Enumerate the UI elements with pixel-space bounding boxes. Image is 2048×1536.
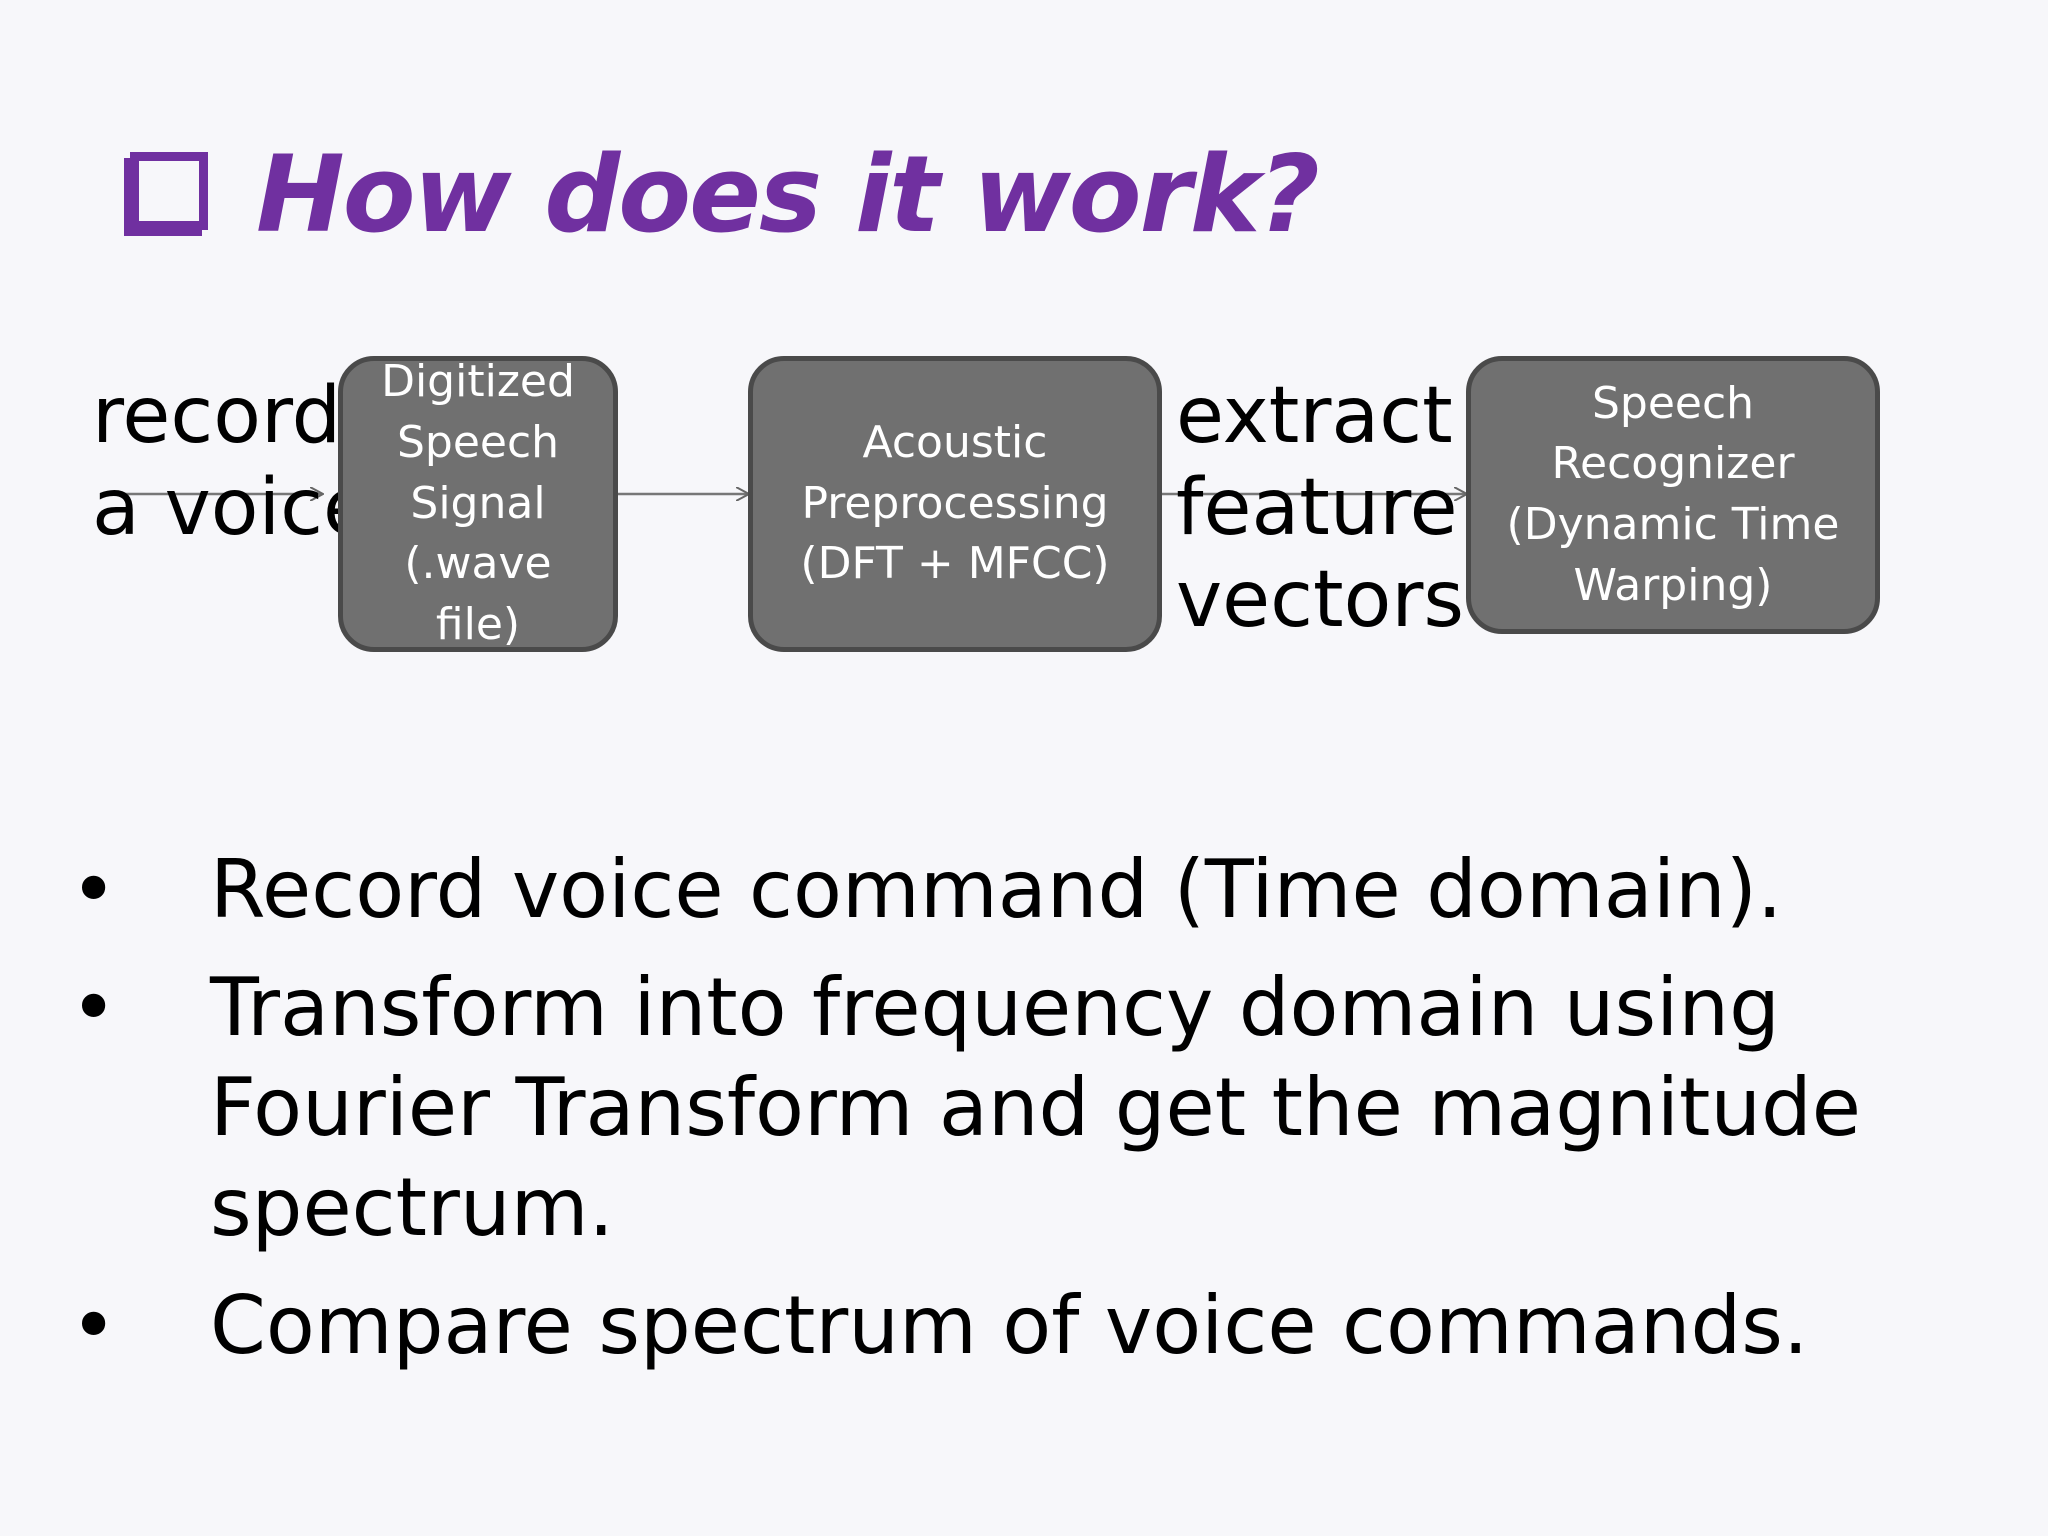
node-label-acoustic: Acoustic Preprocessing (DFT + MFCC) xyxy=(800,416,1110,590)
title-area: How does it work? xyxy=(130,130,1320,260)
edge-label-feature-vectors: extract feature vectors xyxy=(1176,371,1465,646)
bullet-dot: • xyxy=(70,843,118,936)
bullet-list: • Record voice command (Time domain). • … xyxy=(70,840,1970,1394)
node-label-recognizer: Speech Recognizer (Dynamic Time Warping) xyxy=(1506,377,1840,611)
checkbox-icon xyxy=(130,152,208,230)
bullet-item: • Compare spectrum of voice commands. xyxy=(70,1276,1970,1376)
bullet-item: • Record voice command (Time domain). xyxy=(70,840,1970,940)
process-diagram: record a voice Digitized Speech Signal (… xyxy=(0,340,2048,720)
bullet-dot: • xyxy=(70,1279,118,1372)
bullet-text: Record voice command (Time domain). xyxy=(210,843,1783,936)
bullet-text: Compare spectrum of voice commands. xyxy=(210,1279,1809,1372)
diagram-arrows xyxy=(118,340,2048,720)
bullet-text: Transform into frequency domain using Fo… xyxy=(210,961,1862,1254)
slide-title: How does it work? xyxy=(256,133,1320,256)
bullet-item: • Transform into frequency domain using … xyxy=(70,958,1970,1258)
node-label-digitized: Digitized Speech Signal (.wave file) xyxy=(381,356,575,651)
edge-label-record-voice: record a voice xyxy=(92,371,372,554)
node-speech-recognizer: Speech Recognizer (Dynamic Time Warping) xyxy=(1466,356,1880,634)
node-digitized-speech-signal: Digitized Speech Signal (.wave file) xyxy=(338,356,618,652)
bullet-dot: • xyxy=(70,961,118,1054)
node-acoustic-preprocessing: Acoustic Preprocessing (DFT + MFCC) xyxy=(748,356,1162,652)
